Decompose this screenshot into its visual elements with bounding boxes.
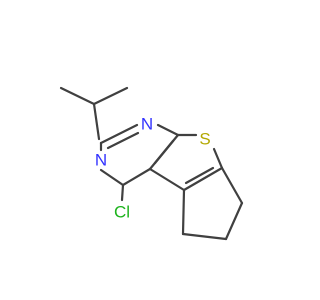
cyclopentane-bonds (181, 166, 244, 241)
atom-label-cl: Cl (114, 202, 130, 221)
bond-n3-c4 (99, 168, 125, 187)
bond-c6a-c6 (220, 166, 244, 205)
bond-c4-c3a (181, 188, 186, 236)
bond-c6-c5 (224, 201, 244, 241)
bond-c2-n1-double (99, 123, 139, 145)
atom-label-s: S (199, 129, 210, 148)
bond-c4-cl (120, 183, 125, 202)
bond-c4-c4a (121, 167, 152, 187)
bond-isopropyl-link (92, 102, 101, 141)
bond-c6a-c3a (182, 166, 224, 192)
bond-c5-c4 (181, 232, 228, 241)
bond-methyl-a (59, 86, 96, 106)
isopropyl-bonds (59, 86, 129, 141)
bond-c6a-c3a-inner (184, 166, 215, 185)
bond-n1-c7a (156, 123, 180, 137)
thiophene-bonds (148, 133, 224, 192)
bond-s-c6a (212, 147, 224, 170)
molecule-structure: N N S Cl (59, 86, 244, 241)
atom-label-n1: N (141, 114, 153, 133)
bond-c2-n1-double-inner (106, 131, 140, 150)
bond-c3a-c4a (148, 167, 186, 192)
bond-methyl-b (92, 86, 129, 106)
bond-c4a-c7a-inner (153, 139, 175, 165)
atom-label-n3: N (95, 150, 107, 169)
pyrimidine-bonds (99, 123, 180, 202)
